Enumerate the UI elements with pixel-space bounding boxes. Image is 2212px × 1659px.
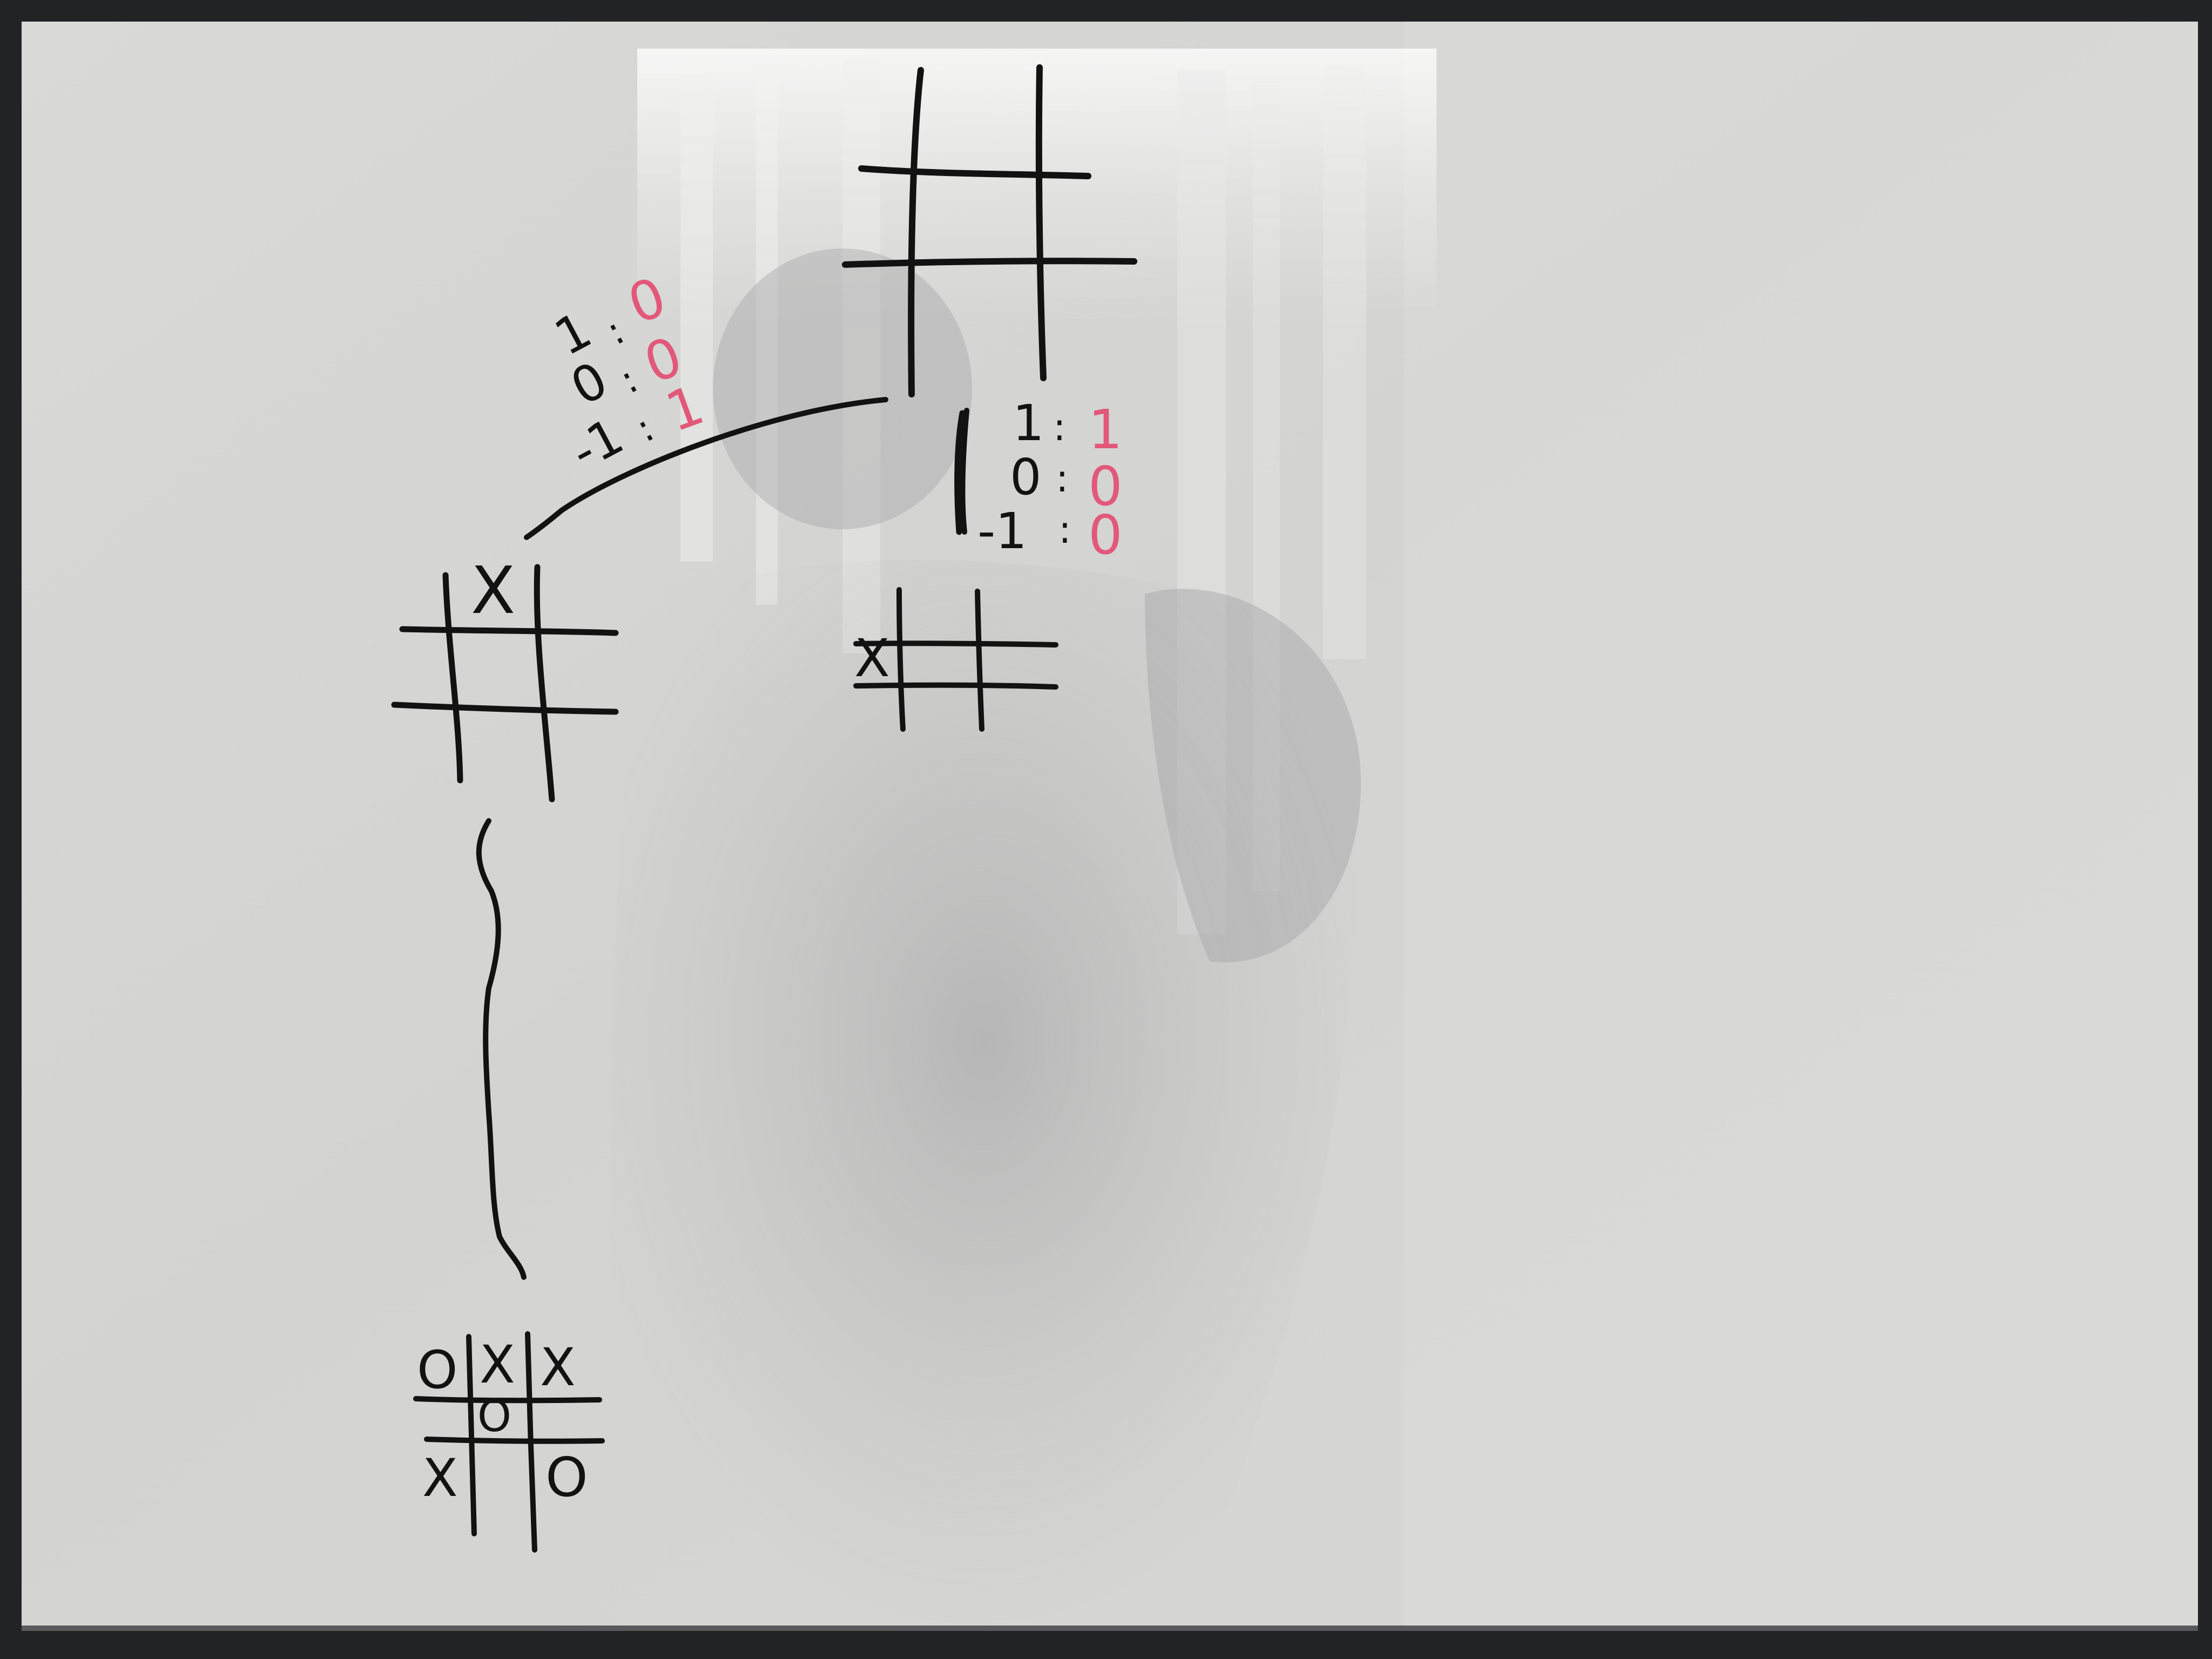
svg-text::: : — [1056, 456, 1069, 501]
photographer-shadow — [610, 248, 1361, 1631]
right-count: 0 — [1088, 455, 1123, 518]
right-count: 1 — [1088, 398, 1123, 461]
right-board: X — [853, 587, 1058, 732]
branch-line-icon — [524, 397, 888, 540]
right-score-label: -1 — [977, 502, 1027, 560]
board-tray-edge — [22, 1626, 2198, 1631]
cell-mark: O — [545, 1446, 588, 1509]
cell-mark: X — [854, 628, 890, 689]
left-board: X — [391, 554, 619, 802]
right-score-label: 0 — [1010, 448, 1042, 506]
branch-line-icon — [960, 408, 969, 535]
right-score-label: 1 — [1013, 394, 1044, 452]
board-right-area — [1404, 22, 2198, 1631]
svg-text::: : — [1058, 508, 1071, 552]
wavy-continuation-icon — [476, 818, 527, 1280]
terminal-board: O X X O X O — [413, 1331, 605, 1553]
cell-mark: O — [477, 1391, 511, 1441]
cell-mark: X — [471, 554, 515, 629]
cell-mark: X — [540, 1337, 576, 1398]
cell-mark: X — [480, 1334, 515, 1395]
branch-edges — [524, 397, 969, 540]
cell-mark: O — [417, 1340, 458, 1400]
svg-text::: : — [1053, 405, 1066, 449]
right-scores: 1 0 -1 : : : 1 0 0 — [954, 394, 1123, 567]
right-count: 0 — [1088, 503, 1123, 567]
root-board — [842, 64, 1137, 397]
cell-mark: X — [422, 1448, 458, 1508]
